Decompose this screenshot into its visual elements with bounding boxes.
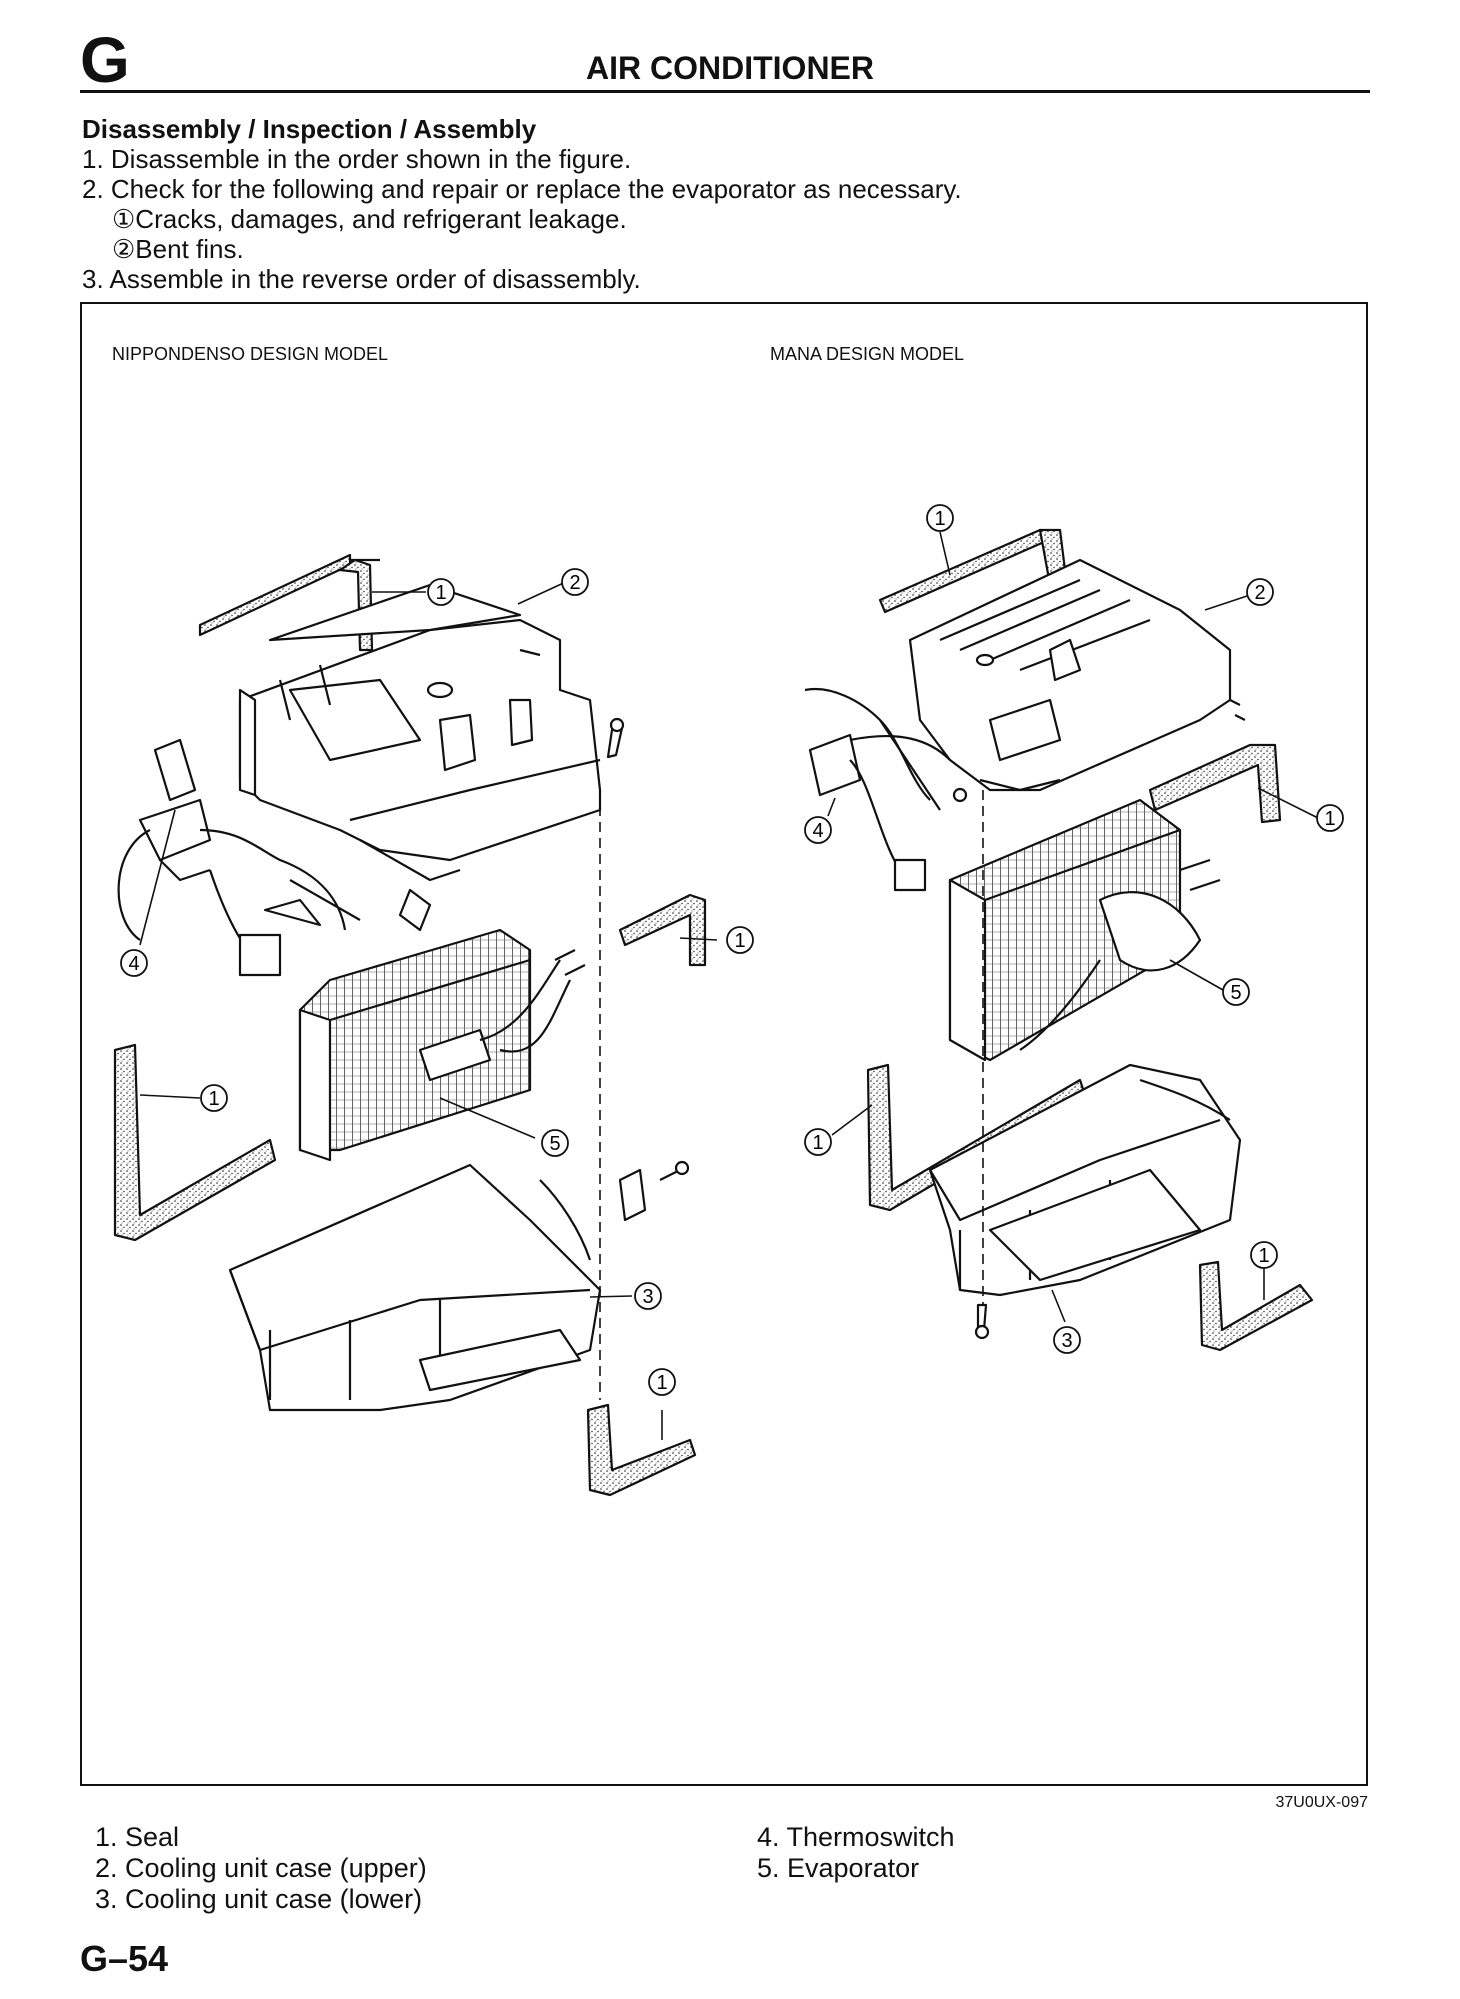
legend-item-seal: 1. Seal (95, 1822, 180, 1852)
seal-right-left (866, 1063, 1087, 1212)
legend-column-2: 4. Thermoswitch 5. Evaporator (757, 1822, 955, 1884)
callout-upper-case-1: 2 (561, 568, 589, 596)
evaporator-right (948, 798, 1221, 1062)
callout-text: 1 (1324, 808, 1335, 830)
callout-seal-2: 1 (726, 926, 754, 954)
callout-seal-8: 1 (1250, 1241, 1278, 1269)
callout-text: 2 (1254, 582, 1265, 604)
screw-left-top (606, 717, 625, 759)
callout-text: 2 (569, 572, 580, 594)
callout-seal-7: 1 (804, 1128, 832, 1156)
leaders-right (827, 531, 1319, 1323)
step-2: 2. Check for the following and repair or… (82, 174, 962, 204)
callout-thermoswitch-2: 4 (804, 816, 832, 844)
nippondenso-assembly (113, 553, 707, 1497)
legend-item-evaporator: 5. Evaporator (757, 1853, 920, 1883)
upper-case-left (238, 583, 602, 932)
callout-text: 1 (812, 1132, 823, 1154)
callout-upper-case-2: 2 (1246, 578, 1274, 606)
callout-text: 3 (642, 1286, 653, 1308)
lower-case-left (228, 1163, 602, 1412)
legend-column-1: 1. Seal 2. Cooling unit case (upper) 3. … (95, 1822, 427, 1915)
callout-evaporator-1: 5 (541, 1129, 569, 1157)
seal-left-mid (113, 1043, 277, 1242)
figure-frame: NIPPONDENSO DESIGN MODEL MANA DESIGN MOD… (80, 302, 1368, 1786)
bracket-left (618, 1160, 690, 1222)
callouts: 1 2 4 1 1 5 3 1 1 2 1 4 5 1 1 3 (120, 504, 1344, 1396)
callout-text: 4 (812, 820, 823, 842)
callout-seal-1: 1 (427, 578, 455, 606)
header-rule (80, 90, 1370, 93)
callout-seal-3: 1 (200, 1084, 228, 1112)
right-model-label: MANA DESIGN MODEL (770, 344, 965, 364)
callout-text: 1 (1258, 1245, 1269, 1267)
step-3: 3. Assemble in the reverse order of disa… (82, 264, 641, 294)
callout-lower-case-1: 3 (634, 1282, 662, 1310)
upper-case-right (908, 558, 1246, 792)
page-number: G–54 (80, 1938, 169, 1979)
section-letter: G (80, 24, 130, 96)
callout-text: 1 (656, 1372, 667, 1394)
evaporator-left (298, 928, 586, 1162)
callout-seal-6: 1 (1316, 804, 1344, 832)
left-model-label: NIPPONDENSO DESIGN MODEL (112, 344, 389, 364)
callout-text: 4 (128, 953, 139, 975)
seal-right-bottom (1198, 1260, 1314, 1352)
check-2: ②Bent fins. (112, 234, 244, 264)
thermoswitch-right (804, 687, 968, 892)
callout-text: 1 (208, 1088, 219, 1110)
callout-evaporator-2: 5 (1222, 978, 1250, 1006)
screw-right-bottom (974, 1303, 990, 1340)
callout-text: 1 (734, 930, 745, 952)
legend-item-upper-case: 2. Cooling unit case (upper) (95, 1853, 427, 1883)
page-title: AIR CONDITIONER (586, 50, 874, 86)
seal-left-small (618, 893, 707, 967)
lower-case-right (928, 1063, 1242, 1297)
callout-seal-5: 1 (926, 504, 954, 532)
figure-code: 37U0UX-097 (1275, 1794, 1369, 1811)
seal-left-bottom (586, 1403, 697, 1497)
callout-text: 3 (1061, 1330, 1072, 1352)
legend-item-lower-case: 3. Cooling unit case (lower) (95, 1884, 423, 1914)
check-1: ①Cracks, damages, and refrigerant leakag… (112, 204, 627, 234)
procedure-text: Disassembly / Inspection / Assembly 1. D… (82, 114, 1372, 294)
procedure-heading: Disassembly / Inspection / Assembly (82, 114, 537, 144)
callout-lower-case-2: 3 (1053, 1326, 1081, 1354)
seal-right-side (1148, 743, 1282, 824)
callout-text: 5 (1230, 982, 1241, 1004)
callout-text: 1 (435, 582, 446, 604)
thermoswitch-left (117, 738, 361, 977)
step-1: 1. Disassemble in the order shown in the… (82, 144, 632, 174)
legend-item-thermoswitch: 4. Thermoswitch (757, 1822, 955, 1852)
callout-text: 1 (934, 508, 945, 530)
mana-assembly (804, 528, 1314, 1352)
callout-seal-4: 1 (648, 1368, 676, 1396)
callout-text: 5 (549, 1133, 560, 1155)
callout-thermoswitch-1: 4 (120, 949, 148, 977)
